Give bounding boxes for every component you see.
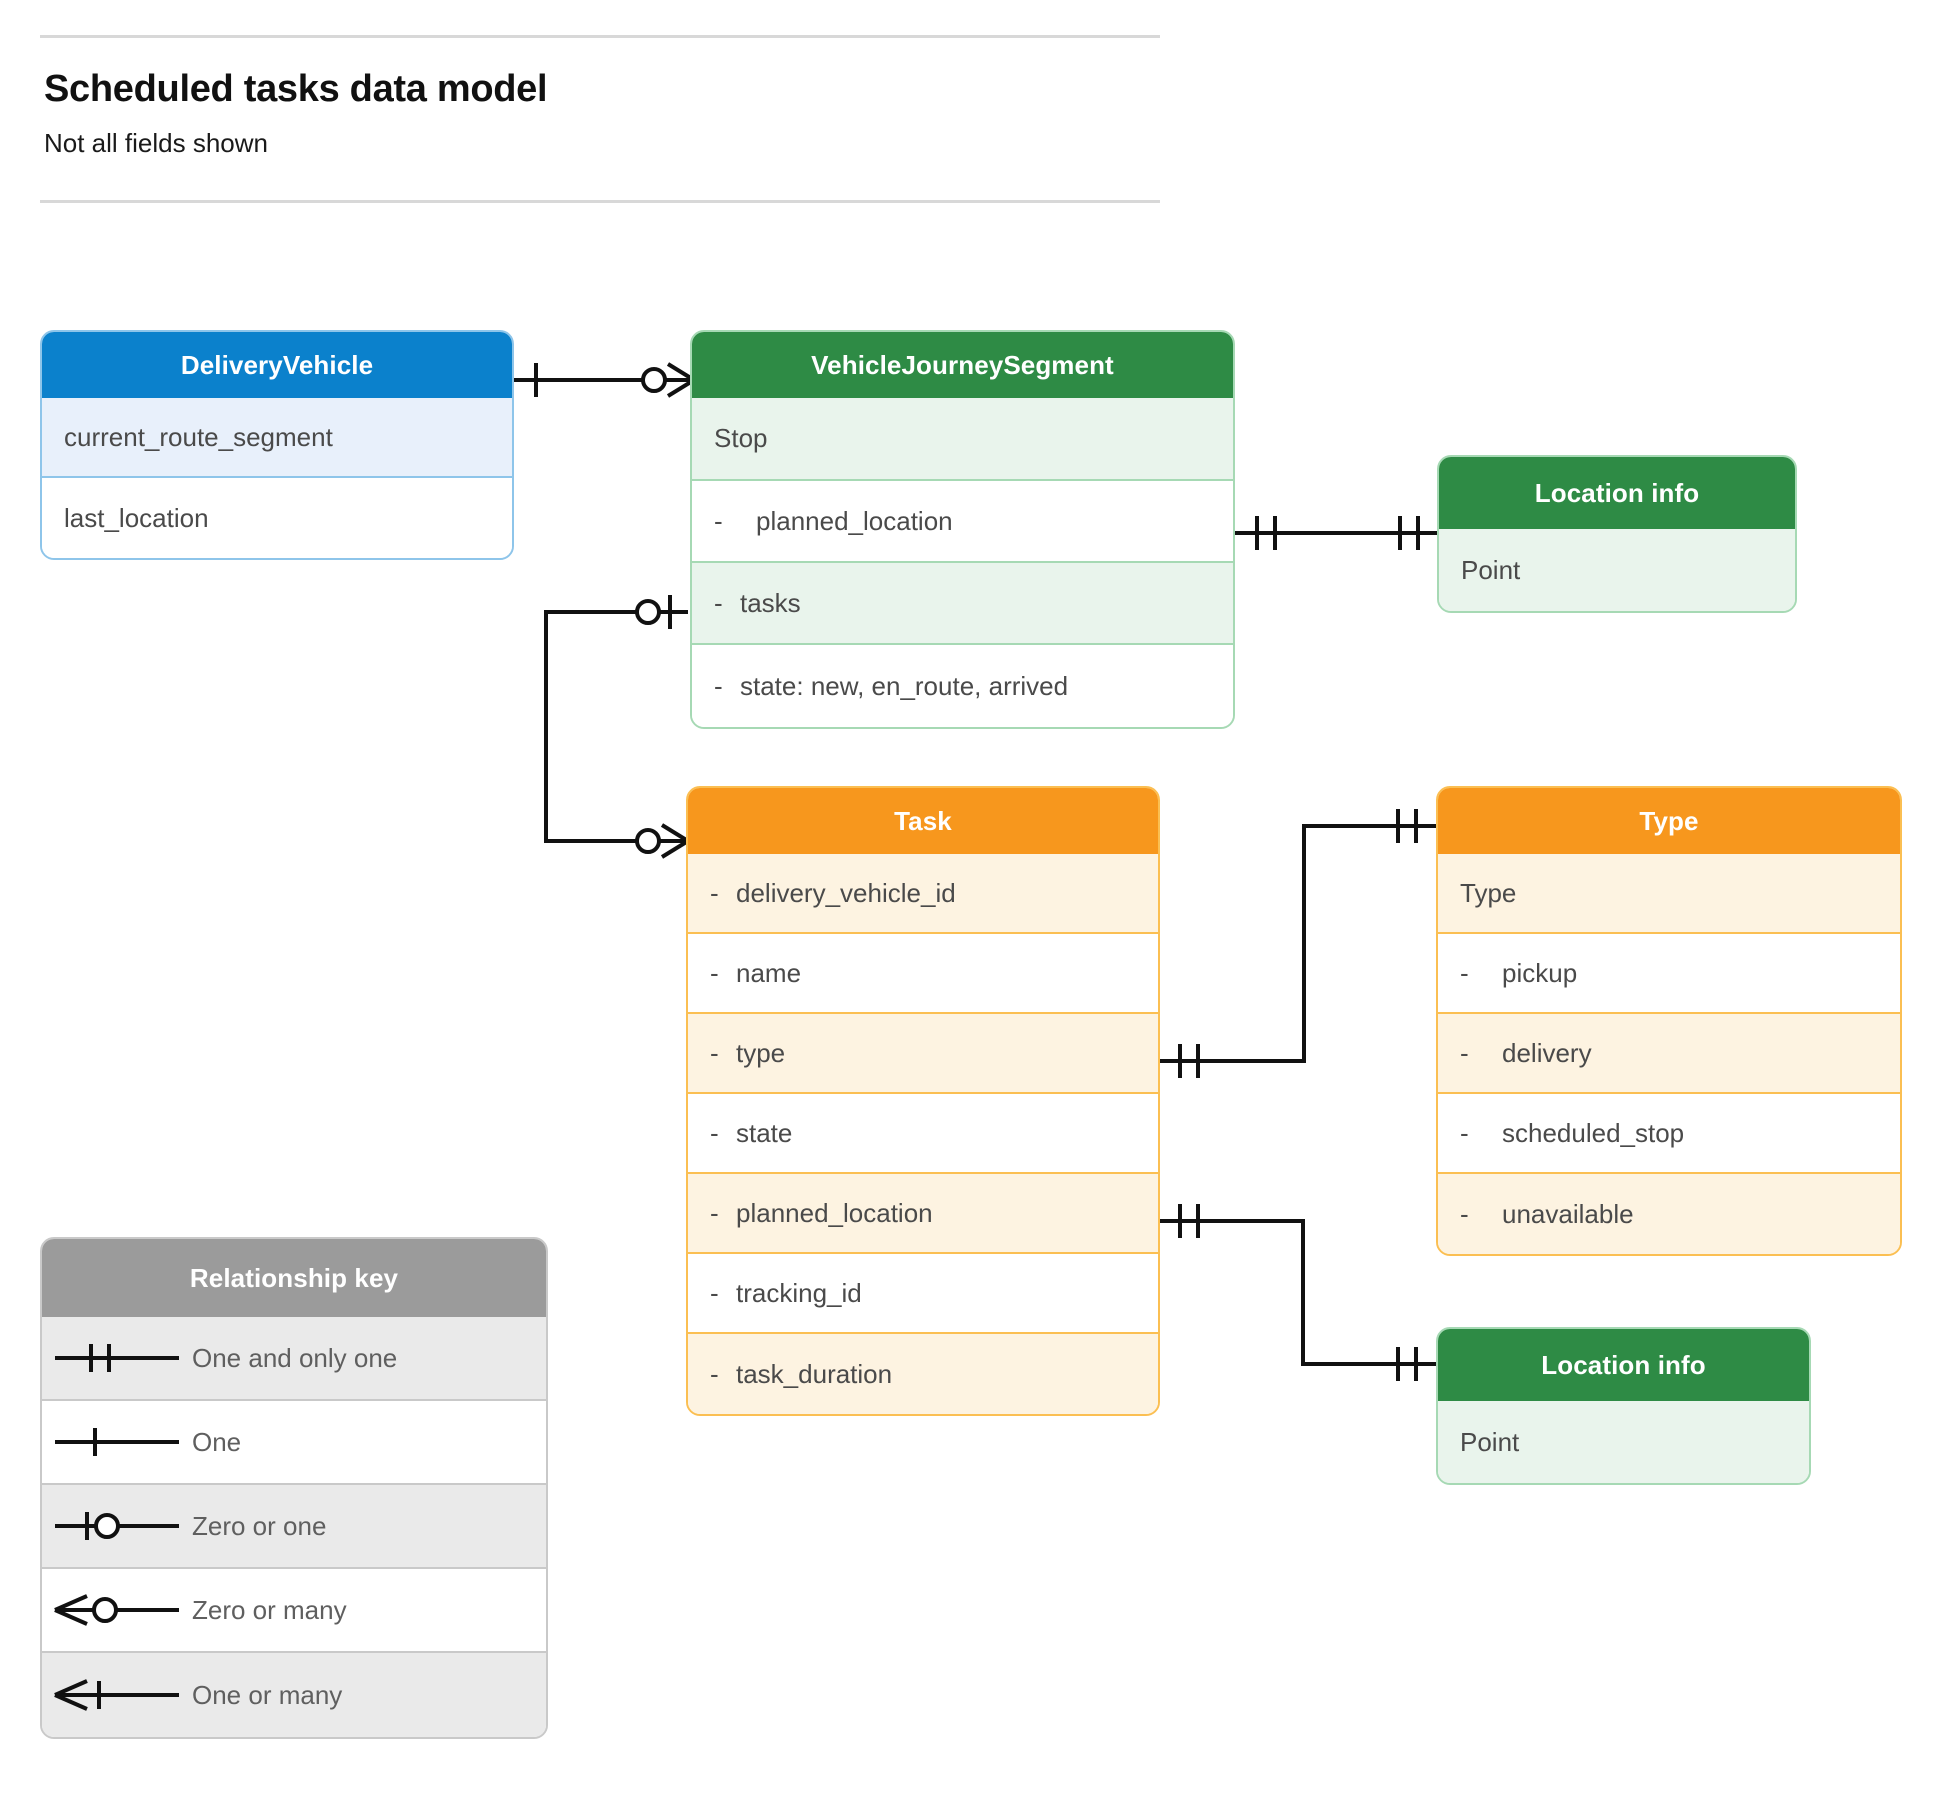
field-delivery-vehicle-id[interactable]: - delivery_vehicle_id [688, 854, 1158, 934]
entity-location-info-top[interactable]: Location info Point [1437, 455, 1797, 613]
field-label: name [736, 957, 802, 988]
zero-or-many-icon [42, 1590, 192, 1630]
header-divider-bottom [40, 200, 1160, 203]
field-dash: - [710, 1197, 719, 1228]
field-label: unavailable [1502, 1198, 1634, 1229]
field-label: state [736, 1117, 793, 1148]
field-label: Point [1461, 554, 1521, 585]
field-state[interactable]: - state [688, 1094, 1158, 1174]
field-label: tracking_id [736, 1277, 862, 1308]
legend-relationship-key[interactable]: Relationship key One and only one One [40, 1237, 548, 1739]
field-label: planned_location [756, 505, 953, 536]
field-dash: - [710, 1277, 719, 1308]
field-dash: - [710, 877, 719, 908]
field-label: task_duration [736, 1358, 893, 1389]
field-label: type [736, 1037, 786, 1068]
field-planned-location[interactable]: - planned_location [692, 481, 1233, 563]
field-scheduled-stop[interactable]: - scheduled_stop [1438, 1094, 1900, 1174]
header-divider-top [40, 35, 1160, 38]
legend-item-label: Zero or one [192, 1510, 327, 1541]
connector-task-type [1160, 809, 1436, 1078]
legend-item-zero-or-many[interactable]: Zero or many [42, 1569, 546, 1653]
field-label: delivery [1502, 1037, 1592, 1068]
connector-task-locationinfo-bottom [1160, 1204, 1436, 1381]
field-dash: - [710, 1037, 719, 1068]
legend-item-one[interactable]: One [42, 1401, 546, 1485]
field-delivery[interactable]: - delivery [1438, 1014, 1900, 1094]
legend-item-one-or-many[interactable]: One or many [42, 1653, 546, 1737]
field-dash: - [1460, 957, 1469, 988]
legend-title: Relationship key [42, 1239, 546, 1317]
field-tracking-id[interactable]: - tracking_id [688, 1254, 1158, 1334]
field-dash: - [710, 1117, 719, 1148]
field-dash: - [710, 957, 719, 988]
field-dash: - [714, 587, 723, 618]
entity-delivery-vehicle[interactable]: DeliveryVehicle current_route_segment la… [40, 330, 514, 560]
field-dash: - [1460, 1198, 1469, 1229]
connector-vjs-task [544, 595, 690, 859]
field-label: scheduled_stop [1502, 1117, 1685, 1148]
field-dash: - [714, 505, 723, 536]
field-label: last_location [64, 502, 209, 533]
field-label: pickup [1502, 957, 1578, 988]
legend-item-label: One or many [192, 1679, 343, 1710]
field-dash: - [710, 1358, 719, 1389]
field-label: Type [1460, 877, 1517, 908]
field-label: tasks [740, 587, 801, 618]
entity-type-title: Type [1438, 788, 1900, 854]
field-dash: - [714, 670, 723, 701]
field-dash: - [1460, 1117, 1469, 1148]
entity-vehicle-journey-segment[interactable]: VehicleJourneySegment Stop - planned_loc… [690, 330, 1235, 729]
entity-type[interactable]: Type Type - pickup - delivery - schedule… [1436, 786, 1902, 1256]
field-label: delivery_vehicle_id [736, 877, 956, 908]
field-task-duration[interactable]: - task_duration [688, 1334, 1158, 1414]
field-unavailable[interactable]: - unavailable [1438, 1174, 1900, 1254]
connector-vjs-locationinfo-top [1235, 516, 1437, 550]
legend-item-one-and-only-one[interactable]: One and only one [42, 1317, 546, 1401]
one-icon [42, 1422, 192, 1462]
field-type[interactable]: - type [688, 1014, 1158, 1094]
zero-or-one-icon [42, 1506, 192, 1546]
entity-location-info-bottom-title: Location info [1438, 1329, 1809, 1401]
legend-item-label: One and only one [192, 1342, 398, 1373]
field-type-value[interactable]: Type [1438, 854, 1900, 934]
entity-delivery-vehicle-title: DeliveryVehicle [42, 332, 512, 398]
field-last-location[interactable]: last_location [42, 478, 512, 558]
page-title: Scheduled tasks data model [44, 68, 548, 110]
one-or-many-icon [42, 1675, 192, 1715]
entity-location-info-bottom[interactable]: Location info Point [1436, 1327, 1811, 1485]
legend-item-label: Zero or many [192, 1594, 347, 1625]
field-label: Stop [714, 423, 768, 453]
field-point[interactable]: Point [1438, 1401, 1809, 1483]
page-subtitle: Not all fields shown [44, 128, 268, 158]
field-planned-location[interactable]: - planned_location [688, 1174, 1158, 1254]
field-dash: - [1460, 1037, 1469, 1068]
entity-location-info-top-title: Location info [1439, 457, 1795, 529]
legend-item-zero-or-one[interactable]: Zero or one [42, 1485, 546, 1569]
one-and-only-one-icon [42, 1338, 192, 1378]
field-state[interactable]: - state: new, en_route, arrived [692, 645, 1233, 727]
legend-item-label: One [192, 1426, 242, 1457]
field-stop[interactable]: Stop [692, 398, 1233, 481]
entity-vehicle-journey-segment-title: VehicleJourneySegment [692, 332, 1233, 398]
field-point[interactable]: Point [1439, 529, 1795, 611]
field-label: planned_location [736, 1197, 933, 1228]
field-current-route-segment[interactable]: current_route_segment [42, 398, 512, 478]
field-label: state: new, en_route, arrived [740, 670, 1069, 701]
field-label: Point [1460, 1426, 1520, 1457]
field-name[interactable]: - name [688, 934, 1158, 1014]
connector-deliveryvehicle-vehiclejourneysegment [514, 362, 696, 398]
entity-task-title: Task [688, 788, 1158, 854]
field-tasks[interactable]: - tasks [692, 563, 1233, 645]
field-pickup[interactable]: - pickup [1438, 934, 1900, 1014]
entity-task[interactable]: Task - delivery_vehicle_id - name - type… [686, 786, 1160, 1416]
field-label: current_route_segment [64, 421, 333, 452]
